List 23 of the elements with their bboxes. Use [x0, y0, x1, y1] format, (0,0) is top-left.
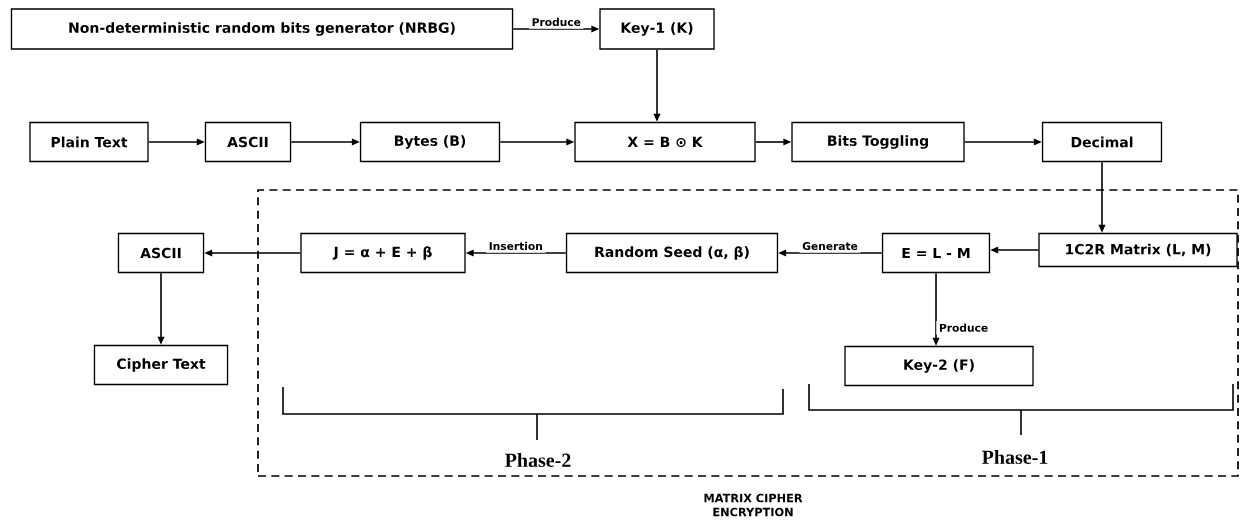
phase-label: Phase-1: [982, 450, 1048, 465]
edge-label: Produce: [936, 320, 991, 335]
process-box: Decimal: [1041, 121, 1163, 163]
phase-label: Phase-2: [505, 453, 571, 468]
process-box: Key-1 (K): [599, 8, 715, 50]
process-box: ASCII: [117, 232, 205, 274]
process-box: Plain Text: [29, 121, 149, 163]
process-box: Cipher Text: [93, 344, 229, 386]
frame-caption: MATRIX CIPHER ENCRYPTION: [704, 493, 803, 517]
process-box: Key-2 (F): [844, 345, 1034, 387]
process-box: E = L - M: [881, 232, 991, 274]
process-box: J = α + E + β: [300, 232, 466, 274]
process-box: 1C2R Matrix (L, M): [1038, 232, 1238, 268]
process-box: Bytes (B): [359, 121, 501, 163]
process-box: Bits Toggling: [791, 121, 965, 163]
edge-label: Produce: [529, 15, 584, 29]
process-box: Random Seed (α, β): [565, 232, 779, 274]
edge-label: Insertion: [486, 239, 546, 253]
dashed-frame: [257, 189, 1239, 477]
edge-label: Generate: [799, 239, 861, 253]
process-box: Non-deterministic random bits generator (NRBG): [10, 8, 514, 50]
process-box: X = B ⊙ K: [574, 121, 756, 163]
process-box: ASCII: [204, 121, 292, 163]
